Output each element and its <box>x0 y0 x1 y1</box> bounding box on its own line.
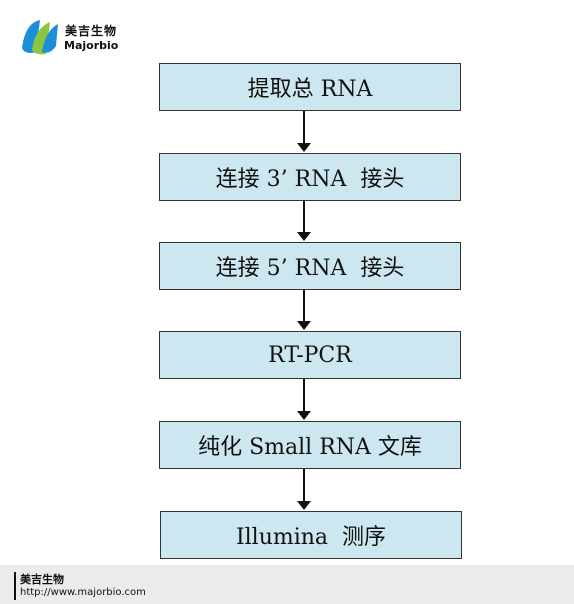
majorbio-logo: 美吉生物 Majorbio <box>20 18 140 58</box>
step-purify-library: 纯化 Small RNA 文库 <box>159 421 461 469</box>
flow-arrow <box>297 111 311 152</box>
footer-divider <box>14 572 16 600</box>
flow-arrow <box>297 469 311 510</box>
step-rt-pcr: RT-PCR <box>159 331 461 379</box>
footer-company-name: 美吉生物 <box>20 573 64 586</box>
flow-arrow <box>297 201 311 241</box>
logo-name-cn: 美吉生物 <box>65 24 118 38</box>
step-illumina-sequencing: Illumina 测序 <box>160 511 462 559</box>
step-extract-total-rna: 提取总 RNA <box>159 63 461 111</box>
logo-name-en: Majorbio <box>64 39 119 52</box>
majorbio-logo-icon <box>22 20 58 55</box>
footer: 美吉生物 http://www.majorbio.com <box>0 565 574 604</box>
footer-website-link[interactable]: http://www.majorbio.com <box>20 587 146 598</box>
flow-arrow <box>297 379 311 420</box>
step-ligate-5-adapter: 连接 5’ RNA 接头 <box>159 242 461 290</box>
step-ligate-3-adapter: 连接 3’ RNA 接头 <box>159 153 461 201</box>
flow-arrow <box>297 290 311 330</box>
